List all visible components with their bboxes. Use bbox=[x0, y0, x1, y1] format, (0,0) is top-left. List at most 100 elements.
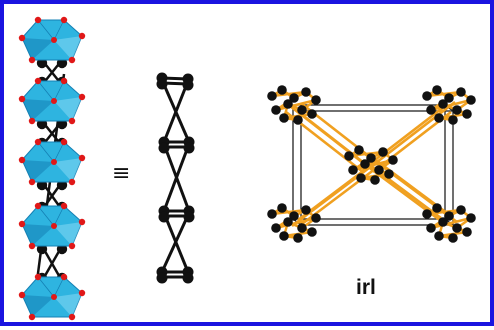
framework-link bbox=[366, 164, 446, 226]
framework-link bbox=[291, 166, 370, 228]
polyhedron-highlight bbox=[54, 36, 82, 60]
framework-node bbox=[297, 105, 307, 115]
unit-cell-box bbox=[292, 104, 454, 226]
oxygen-atom bbox=[28, 56, 36, 64]
bond bbox=[162, 143, 191, 212]
node bbox=[156, 272, 168, 284]
framework-node bbox=[301, 87, 311, 97]
framework-node bbox=[388, 155, 398, 165]
framework-node bbox=[444, 211, 454, 221]
framework-node bbox=[356, 173, 366, 183]
polyhedron-shade bbox=[22, 38, 54, 60]
polyhedron-shade bbox=[22, 99, 54, 121]
framework-node bbox=[448, 115, 458, 125]
oxygen-atom bbox=[60, 138, 68, 146]
polyhedron-edge bbox=[37, 276, 55, 298]
framework-node bbox=[366, 153, 376, 163]
framework-node bbox=[438, 99, 448, 109]
framework-node bbox=[307, 109, 317, 119]
framework-node bbox=[448, 233, 458, 243]
framework-link bbox=[295, 108, 374, 172]
oxygen-atom bbox=[51, 98, 57, 104]
framework-node bbox=[426, 105, 436, 115]
framework-node bbox=[267, 91, 277, 101]
framework-node bbox=[293, 233, 303, 243]
polyhedral-chain bbox=[18, 16, 86, 321]
oxygen-atom bbox=[51, 223, 57, 229]
framework-node bbox=[277, 85, 287, 95]
polyhedron-edge bbox=[53, 205, 65, 227]
framework-link bbox=[271, 90, 307, 98]
oxygen-atom bbox=[34, 202, 42, 210]
framework-node bbox=[311, 213, 321, 223]
framework-link bbox=[376, 100, 456, 164]
framework-node bbox=[271, 105, 281, 115]
framework-node bbox=[452, 105, 462, 115]
polyhedron-shade bbox=[22, 160, 54, 182]
framework-node bbox=[374, 165, 384, 175]
chain-bonds bbox=[160, 76, 191, 279]
oxygen-atom bbox=[78, 32, 86, 40]
framework-node bbox=[279, 113, 289, 123]
oxygen-atom bbox=[28, 313, 36, 321]
node bbox=[158, 211, 170, 223]
framework-node bbox=[344, 151, 354, 161]
polyhedron-highlight bbox=[54, 293, 82, 317]
polyhedron-shade bbox=[22, 224, 54, 246]
framework-node bbox=[462, 109, 472, 119]
oxygen-atom bbox=[34, 77, 42, 85]
polyhedron-edge bbox=[53, 141, 65, 163]
oxygen-atom bbox=[28, 117, 36, 125]
polyhedron-highlight bbox=[54, 222, 82, 246]
oxygen-atom bbox=[51, 294, 57, 300]
oxygen-atom bbox=[68, 178, 76, 186]
oxygen-atom bbox=[78, 154, 86, 162]
framework-node bbox=[307, 227, 317, 237]
framework-link bbox=[271, 208, 307, 216]
unit-cell-net bbox=[267, 85, 476, 243]
oxygen-atom bbox=[51, 37, 57, 43]
polyhedron bbox=[18, 138, 86, 186]
framework-node bbox=[267, 209, 277, 219]
oxygen-atom bbox=[68, 313, 76, 321]
polyhedron-shade bbox=[22, 295, 54, 317]
oxygen-atom bbox=[18, 220, 26, 228]
polyhedron-highlight bbox=[54, 97, 82, 121]
framework-node bbox=[422, 209, 432, 219]
oxygen-atom bbox=[60, 202, 68, 210]
polyhedron-edge bbox=[53, 19, 65, 41]
framework-link bbox=[275, 98, 317, 112]
oxygen-atom bbox=[78, 289, 86, 297]
framework-link bbox=[366, 104, 446, 168]
framework-node bbox=[360, 159, 370, 169]
oxygen-atom bbox=[18, 95, 26, 103]
framework-node bbox=[432, 203, 442, 213]
oxygen-atom bbox=[18, 291, 26, 299]
oxygen-atom bbox=[34, 273, 42, 281]
framework-node bbox=[279, 231, 289, 241]
oxygen-atom bbox=[60, 16, 68, 24]
chain-nodes bbox=[156, 72, 195, 284]
framework-node bbox=[426, 223, 436, 233]
polyhedron bbox=[18, 273, 86, 321]
polyhedron-edge bbox=[37, 19, 55, 41]
framework-node bbox=[271, 223, 281, 233]
framework-node bbox=[311, 95, 321, 105]
framework-node bbox=[283, 99, 293, 109]
framework-node bbox=[422, 91, 432, 101]
node bbox=[182, 272, 194, 284]
oxygen-atom bbox=[68, 117, 76, 125]
polyhedron bbox=[18, 77, 86, 125]
polyhedron bbox=[18, 16, 86, 64]
framework-node bbox=[348, 165, 358, 175]
node bbox=[156, 78, 168, 90]
framework-node bbox=[462, 227, 472, 237]
framework-node bbox=[438, 217, 448, 227]
framework-node bbox=[289, 93, 299, 103]
bond bbox=[162, 80, 190, 143]
framework-node bbox=[452, 223, 462, 233]
oxygen-atom bbox=[34, 16, 42, 24]
topology-label: irl bbox=[356, 276, 376, 299]
polyhedron bbox=[18, 202, 86, 250]
framework-node bbox=[354, 145, 364, 155]
